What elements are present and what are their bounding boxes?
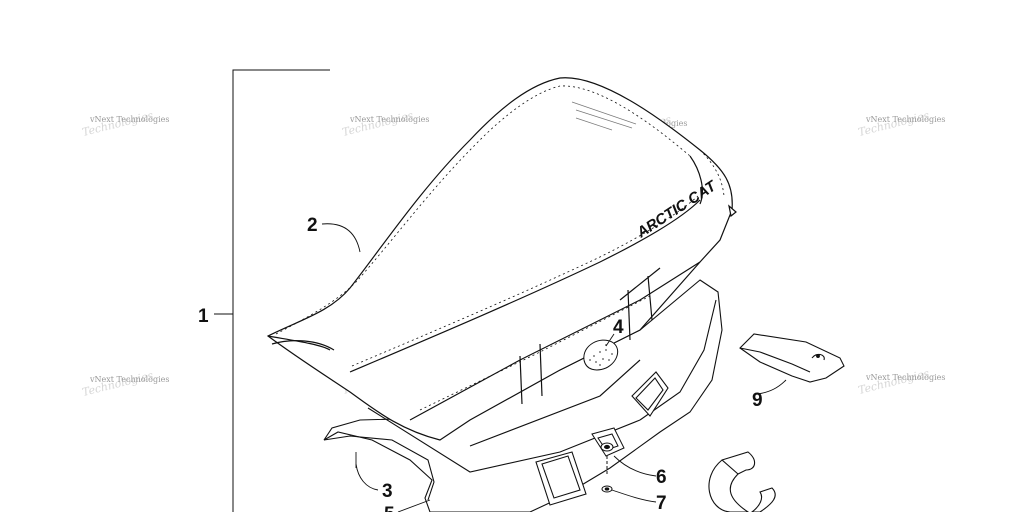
callout-4: 4 [613,317,624,338]
watermark-text: vNext Technologies [349,115,429,124]
foam-pad [583,339,619,371]
callout-5: 5 [384,504,395,512]
watermark: Technologies vNext Technologies [341,109,430,139]
watermark: Technologies vNext Technologies [857,367,946,397]
callout-7: 7 [656,493,667,512]
callout-6: 6 [656,467,667,488]
assembly-bracket [214,69,330,512]
callouts: 1 2 3 4 5 6 7 9 [198,215,763,512]
callout-3: 3 [382,481,393,502]
strap-clip [708,451,776,512]
seat-label-decal [571,101,637,131]
watermark: Technologies vNext Technologies [81,369,170,399]
leader-lines [321,223,787,512]
watermark: Technologies vNext Technologies [81,109,170,139]
small-cover [739,333,845,383]
callout-1: 1 [198,306,209,327]
watermark: Technologies vNext Technologies [857,109,946,139]
watermark-text: vNext Technologies [865,373,945,382]
seat-cushion [266,77,737,447]
watermark-text: vNext Technologies [89,115,169,124]
callout-9: 9 [752,390,763,411]
callout-2: 2 [307,215,318,236]
watermark-text: vNext Technologies [89,375,169,384]
seat-base [323,279,723,512]
nut-washer [591,427,625,493]
watermark-text: vNext Technologies [865,115,945,124]
